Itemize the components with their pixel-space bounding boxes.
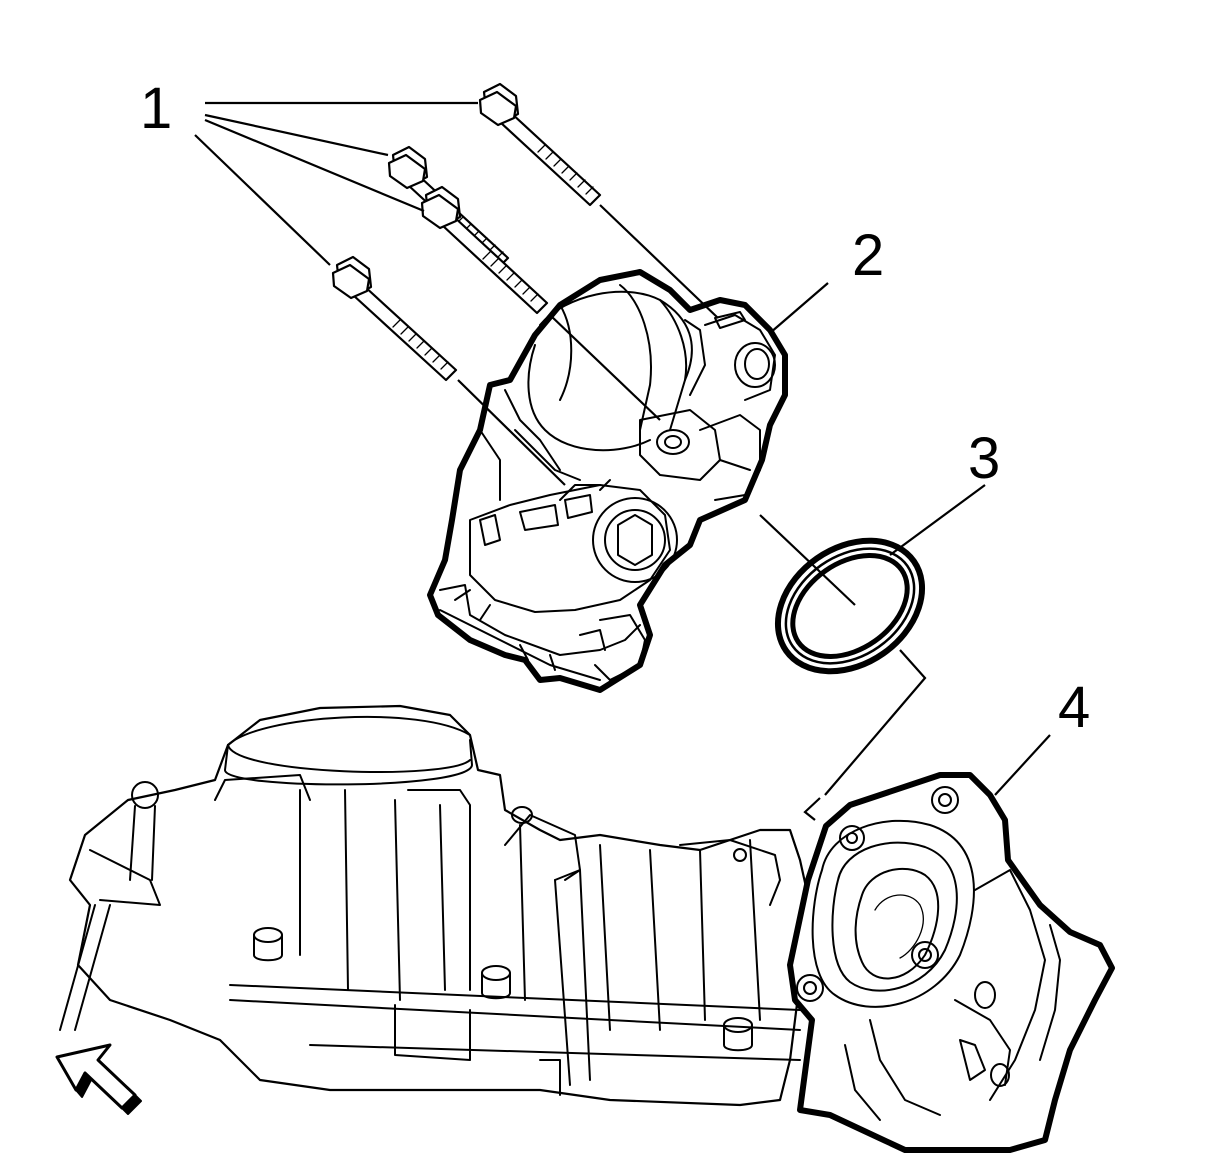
callout-3: 3 bbox=[968, 426, 1000, 491]
throttle-body-seal-ring bbox=[774, 537, 926, 675]
callout-4: 4 bbox=[1058, 675, 1090, 740]
bolt-c bbox=[420, 185, 549, 315]
throttle-body bbox=[427, 269, 788, 693]
alignment-lines bbox=[457, 204, 927, 821]
callout-2: 2 bbox=[852, 223, 884, 288]
bolt-a bbox=[478, 82, 602, 207]
callout-1: 1 bbox=[140, 76, 172, 141]
throttle-body-housing bbox=[787, 772, 1115, 1153]
leader-lines bbox=[194, 101, 1051, 796]
front-direction-arrow-icon bbox=[55, 1043, 142, 1115]
bolt-d bbox=[331, 255, 458, 382]
callout-labels: 1 2 3 4 bbox=[140, 76, 1090, 740]
intake-manifold bbox=[59, 704, 812, 1107]
throttle-body-bolts bbox=[331, 82, 602, 382]
